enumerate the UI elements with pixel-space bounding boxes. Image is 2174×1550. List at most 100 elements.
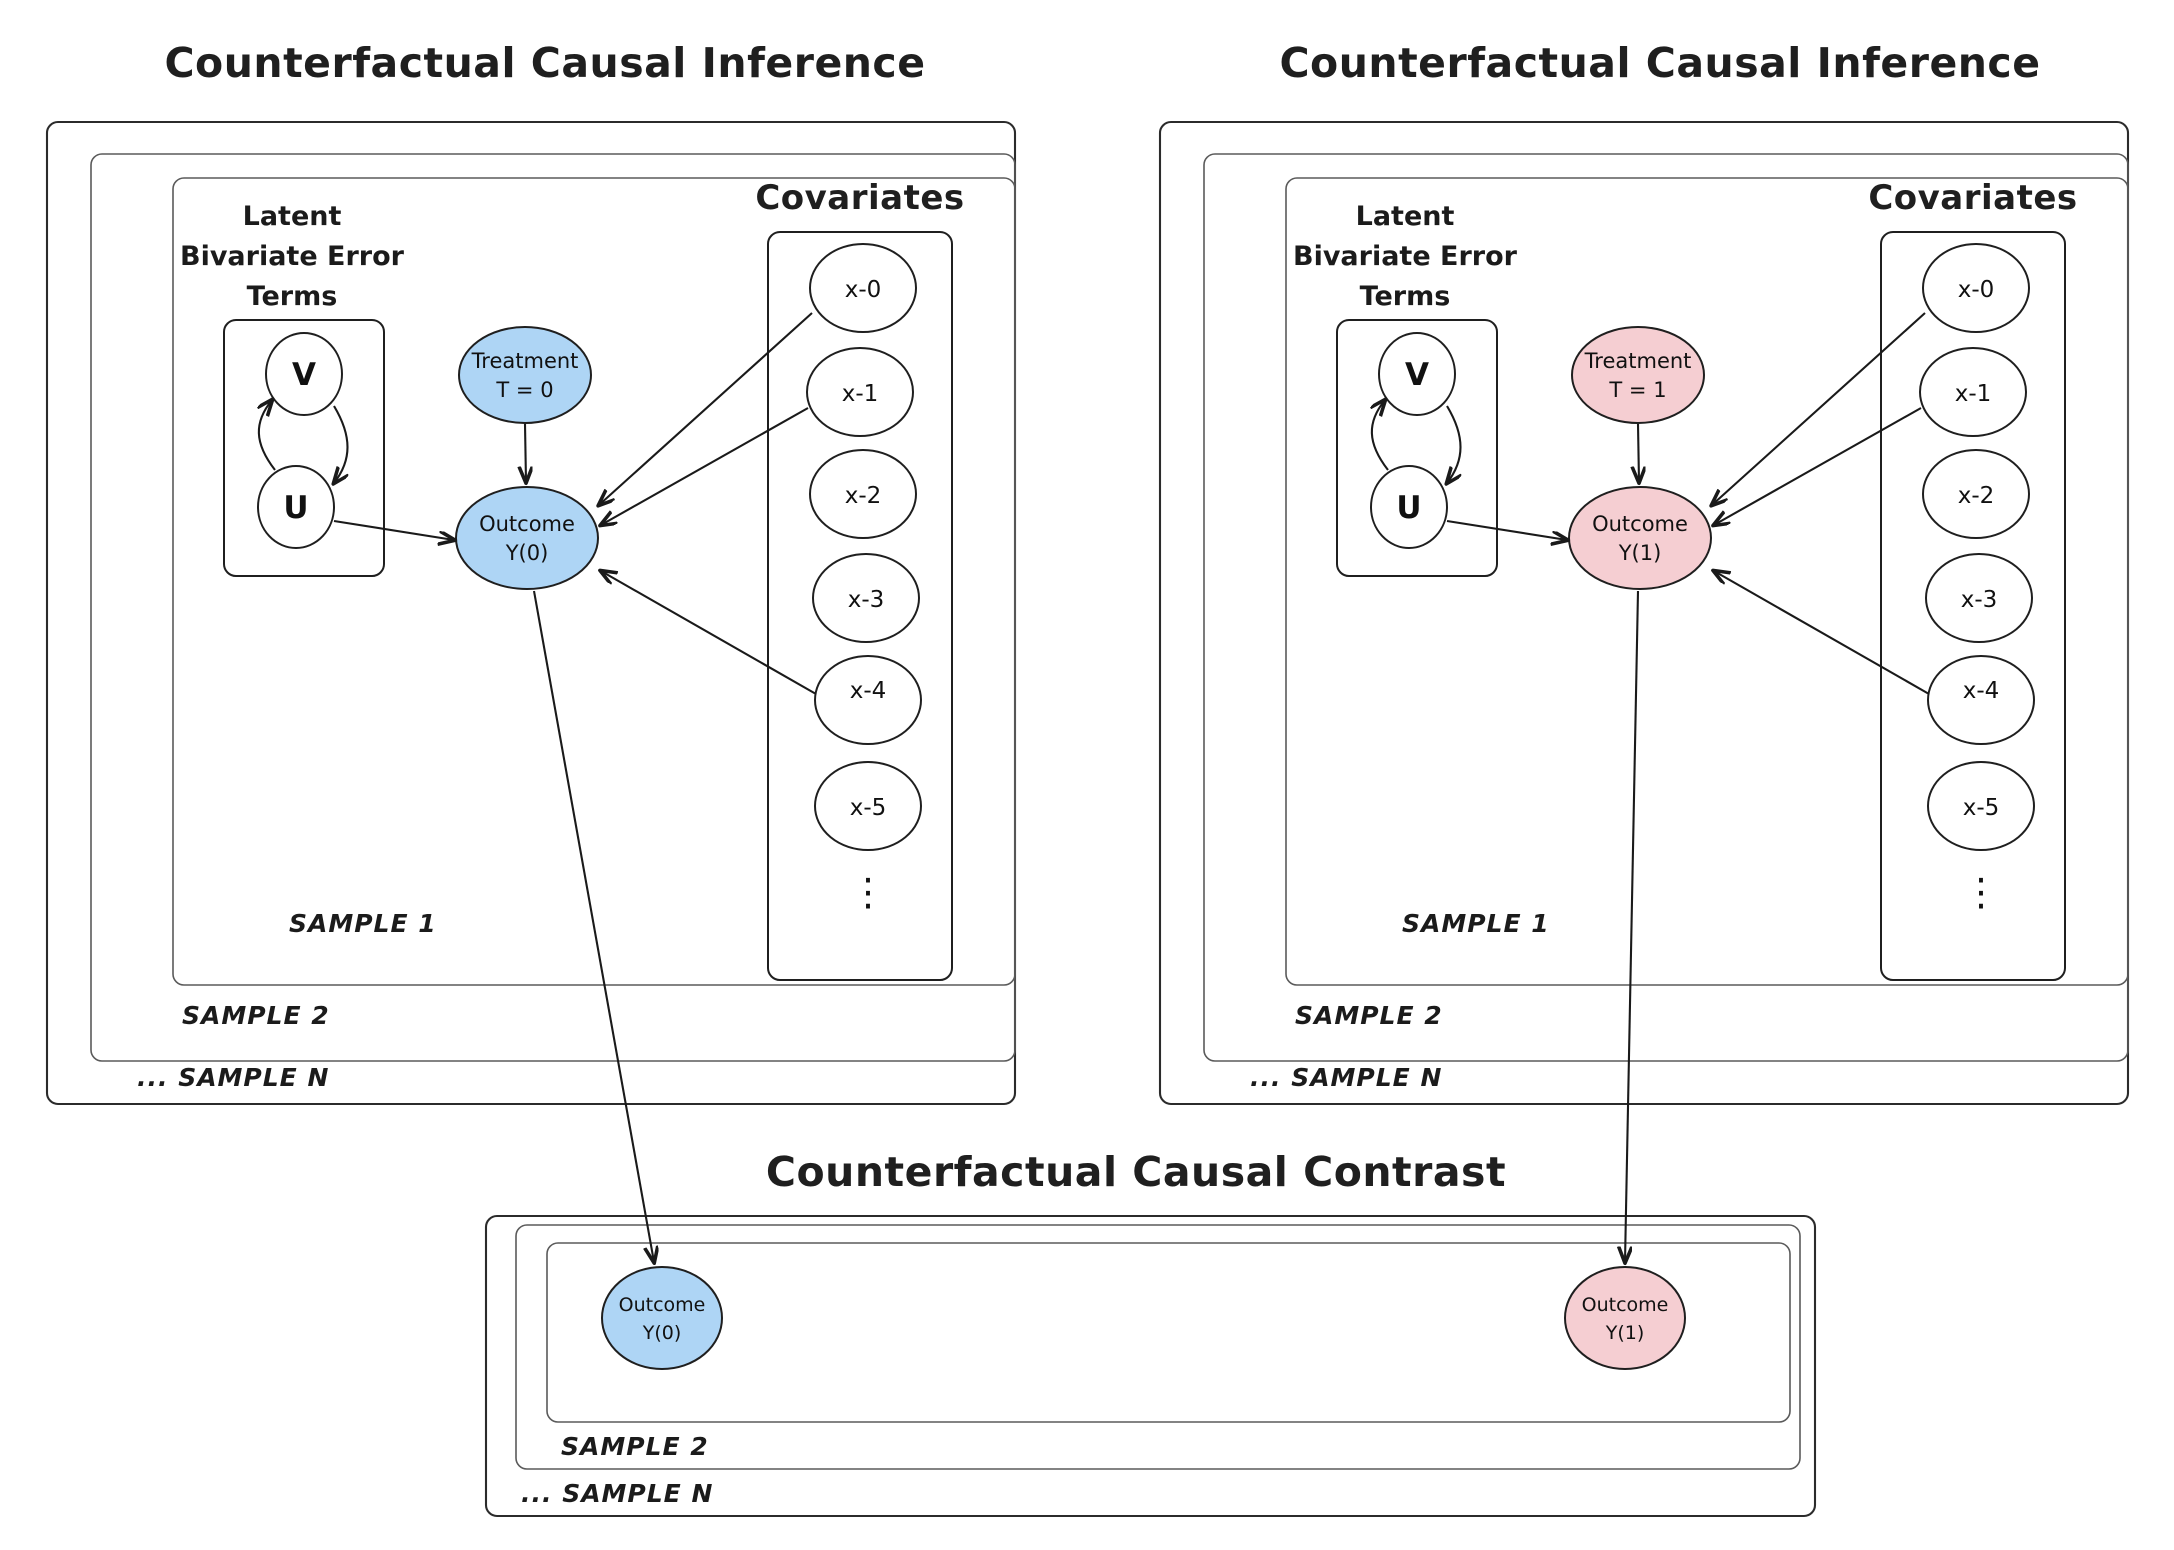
treatment-label-line2-right: T = 1 — [1608, 378, 1666, 402]
left-panel-title: Counterfactual Causal Inference — [164, 39, 925, 87]
covariate-label-2: x-2 — [845, 483, 882, 509]
sample-label-n: ... SAMPLE N — [137, 1063, 329, 1092]
covariate-label-4-right: x-4 — [1963, 678, 2000, 704]
covariate-label-5-right: x-5 — [1963, 795, 2000, 821]
latent-label-line3-right: Terms — [1360, 281, 1451, 312]
latent-label-line2: Bivariate Error — [180, 241, 405, 272]
latent-label-line3: Terms — [247, 281, 338, 312]
panel-bottom: Counterfactual Causal Contrast SAMPLE 2 … — [484, 590, 1817, 1518]
covariate-node-5-right[interactable]: x-5 — [1927, 761, 2035, 851]
node-outcome[interactable] — [455, 486, 599, 590]
latent-label-line1: Latent — [243, 201, 342, 232]
covariate-label-0: x-0 — [845, 277, 882, 303]
covariate-node-0-right[interactable]: x-0 — [1922, 243, 2030, 333]
node-V[interactable] — [265, 332, 343, 416]
latent-group-box-right — [1336, 319, 1498, 577]
covariate-label-0-right: x-0 — [1958, 277, 1995, 303]
edge-x1-to-outcome — [601, 407, 809, 525]
outcome-label-line1: Outcome — [479, 512, 575, 536]
covariate-node-2[interactable]: x-2 — [809, 449, 917, 539]
edge-treatment-to-outcome — [525, 423, 526, 482]
covariates-group-box — [767, 231, 953, 981]
covariate-node-4-right[interactable]: x-4 — [1927, 655, 2035, 745]
covariate-label-4: x-4 — [850, 678, 887, 704]
covariates-ellipsis: ⋮ — [849, 870, 887, 914]
latent-label-line2-right: Bivariate Error — [1293, 241, 1518, 272]
edge-outcome0-to-contrast — [532, 590, 654, 1262]
sample-label-2-right: SAMPLE 2 — [1295, 1001, 1443, 1030]
edge-treatment-to-outcome-right — [1638, 423, 1639, 482]
treatment-label-line1: Treatment — [471, 349, 579, 373]
plate-sample-1 — [172, 177, 1016, 986]
contrast-sample-label-n: ... SAMPLE N — [521, 1479, 713, 1508]
contrast-node-outcome-right[interactable] — [1564, 1266, 1686, 1370]
covariate-node-3-right[interactable]: x-3 — [1925, 553, 2033, 643]
covariates-ellipsis-right: ⋮ — [1962, 870, 2000, 914]
covariate-node-1-right[interactable]: x-1 — [1919, 347, 2027, 437]
covariate-node-0[interactable]: x-0 — [809, 243, 917, 333]
edge-U-to-V — [259, 400, 276, 471]
right-panel-title: Counterfactual Causal Inference — [1279, 39, 2040, 87]
plate-sample-2 — [90, 153, 1016, 1062]
treatment-label-line2: T = 0 — [495, 378, 553, 402]
contrast-outcome-right-line2: Y(1) — [1605, 1322, 1645, 1344]
covariate-label-2-right: x-2 — [1958, 483, 1995, 509]
contrast-outcome-right-line1: Outcome — [1582, 1294, 1669, 1316]
covariates-group-box-right — [1880, 231, 2066, 981]
edge-U-to-outcome-right — [1446, 519, 1567, 540]
sample-label-2: SAMPLE 2 — [182, 1001, 330, 1030]
plate-contrast-sample-n — [484, 1214, 1817, 1518]
covariates-label: Covariates — [755, 178, 964, 218]
edge-V-to-U — [334, 405, 348, 483]
covariate-node-3[interactable]: x-3 — [812, 553, 920, 643]
node-outcome-right[interactable] — [1568, 486, 1712, 590]
node-treatment-right[interactable] — [1571, 326, 1705, 424]
node-U-label: U — [283, 490, 308, 526]
outcome-label-line1-right: Outcome — [1592, 512, 1688, 536]
outcome-label-line2-right: Y(1) — [1618, 541, 1662, 565]
edge-x4-to-outcome-right — [1714, 571, 1930, 695]
edge-outcome1-to-contrast — [1625, 590, 1640, 1262]
contrast-node-outcome-left[interactable] — [601, 1266, 723, 1370]
plate-sample-n-right — [1158, 120, 2130, 1106]
covariate-label-1-right: x-1 — [1955, 381, 1992, 407]
covariate-label-3: x-3 — [848, 587, 885, 613]
node-V-label-right: V — [1405, 357, 1429, 393]
edge-x0-to-outcome-right — [1712, 312, 1926, 505]
outcome-label-line2: Y(0) — [505, 541, 549, 565]
plate-sample-2-right — [1203, 153, 2129, 1062]
edge-x1-to-outcome-right — [1714, 407, 1922, 525]
covariate-node-5[interactable]: x-5 — [814, 761, 922, 851]
treatment-label-line1-right: Treatment — [1584, 349, 1692, 373]
edge-U-to-outcome — [333, 519, 454, 540]
bottom-panel-title: Counterfactual Causal Contrast — [766, 1148, 1506, 1196]
node-U-right[interactable] — [1370, 465, 1448, 549]
edge-x4-to-outcome — [601, 571, 817, 695]
contrast-sample-label-2: SAMPLE 2 — [561, 1432, 709, 1461]
sample-label-n-right: ... SAMPLE N — [1250, 1063, 1442, 1092]
latent-group-box — [223, 319, 385, 577]
plate-contrast-sample-2 — [515, 1224, 1801, 1470]
covariates-label-right: Covariates — [1868, 178, 2077, 218]
covariate-label-5: x-5 — [850, 795, 887, 821]
covariate-node-2-right[interactable]: x-2 — [1922, 449, 2030, 539]
edge-x0-to-outcome — [599, 312, 813, 505]
contrast-outcome-left-line1: Outcome — [619, 1294, 706, 1316]
plate-sample-1-right — [1285, 177, 2129, 986]
covariate-label-3-right: x-3 — [1961, 587, 1998, 613]
node-V-right[interactable] — [1378, 332, 1456, 416]
covariate-node-4[interactable]: x-4 — [814, 655, 922, 745]
node-U[interactable] — [257, 465, 335, 549]
covariate-node-1[interactable]: x-1 — [806, 347, 914, 437]
node-U-label-right: U — [1396, 490, 1421, 526]
latent-label-line1-right: Latent — [1356, 201, 1455, 232]
contrast-outcome-left-line2: Y(0) — [642, 1322, 682, 1344]
node-V-label: V — [292, 357, 316, 393]
sample-label-1-right: SAMPLE 1 — [1402, 909, 1550, 938]
covariate-label-1: x-1 — [842, 381, 879, 407]
panel-right: Counterfactual Causal Inference SAMPLE 1… — [1158, 39, 2130, 1106]
node-treatment[interactable] — [458, 326, 592, 424]
edge-V-to-U-right — [1447, 405, 1461, 483]
